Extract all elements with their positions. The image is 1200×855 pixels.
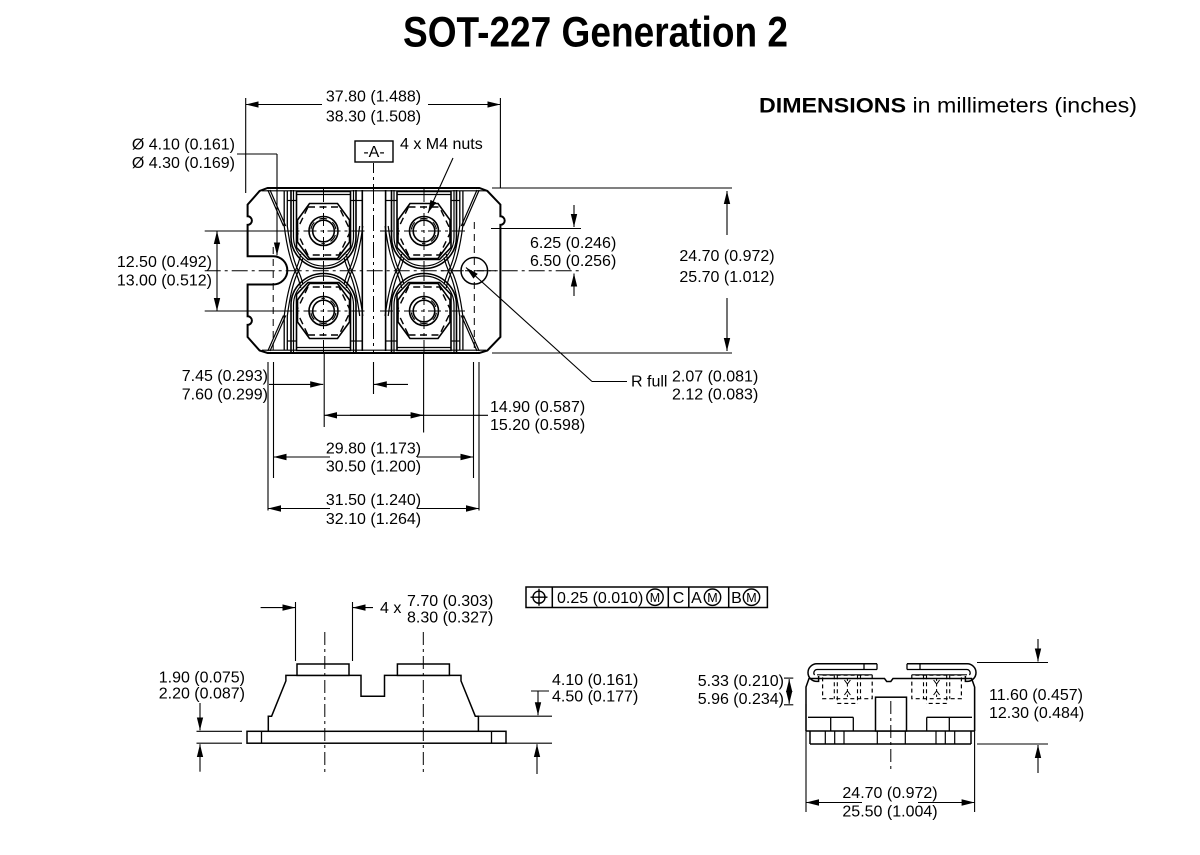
- svg-text:DIMENSIONS in millimeters (inc: DIMENSIONS in millimeters (inches): [759, 95, 1137, 118]
- svg-text:Ø 4.30 (0.169): Ø 4.30 (0.169): [132, 155, 235, 172]
- svg-text:11.60 (0.457): 11.60 (0.457): [989, 687, 1083, 704]
- svg-text:R full: R full: [631, 374, 667, 391]
- svg-text:13.00 (0.512): 13.00 (0.512): [117, 273, 212, 290]
- svg-text:M: M: [707, 591, 717, 605]
- svg-text:32.10 (1.264): 32.10 (1.264): [326, 511, 421, 528]
- svg-text:14.90 (0.587): 14.90 (0.587): [490, 399, 585, 416]
- svg-text:4 x M4 nuts: 4 x M4 nuts: [400, 136, 483, 153]
- svg-text:38.30 (1.508): 38.30 (1.508): [326, 109, 421, 126]
- svg-text:0.25 (0.010): 0.25 (0.010): [557, 590, 643, 607]
- svg-text:Ø 4.10 (0.161): Ø 4.10 (0.161): [132, 137, 235, 154]
- svg-text:7.70 (0.303): 7.70 (0.303): [407, 593, 493, 610]
- svg-text:B: B: [731, 590, 742, 607]
- svg-text:5.96 (0.234): 5.96 (0.234): [698, 691, 784, 708]
- svg-text:4.50 (0.177): 4.50 (0.177): [552, 689, 638, 706]
- svg-text:24.70 (0.972): 24.70 (0.972): [679, 248, 774, 265]
- svg-text:5.33 (0.210): 5.33 (0.210): [698, 673, 784, 690]
- svg-text:29.80 (1.173): 29.80 (1.173): [326, 441, 421, 458]
- svg-text:6.25 (0.246): 6.25 (0.246): [530, 235, 616, 252]
- svg-text:2.07 (0.081): 2.07 (0.081): [672, 369, 758, 386]
- svg-text:2.20 (0.087): 2.20 (0.087): [159, 686, 245, 703]
- svg-text:1.90 (0.075): 1.90 (0.075): [159, 670, 245, 687]
- svg-text:30.50 (1.200): 30.50 (1.200): [326, 459, 421, 476]
- svg-text:8.30 (0.327): 8.30 (0.327): [407, 610, 493, 627]
- svg-text:12.50 (0.492): 12.50 (0.492): [117, 254, 212, 271]
- svg-text:A: A: [691, 590, 702, 607]
- svg-text:2.12 (0.083): 2.12 (0.083): [672, 387, 758, 404]
- svg-text:C: C: [673, 590, 685, 607]
- svg-text:25.50 (1.004): 25.50 (1.004): [842, 804, 937, 821]
- svg-text:6.50 (0.256): 6.50 (0.256): [530, 253, 616, 270]
- svg-text:12.30 (0.484): 12.30 (0.484): [989, 705, 1084, 722]
- svg-text:M: M: [746, 591, 756, 605]
- svg-text:31.50 (1.240): 31.50 (1.240): [326, 492, 421, 509]
- svg-text:25.70 (1.012): 25.70 (1.012): [679, 269, 774, 286]
- svg-text:SOT-227 Generation 2: SOT-227 Generation 2: [403, 9, 788, 57]
- svg-text:M: M: [650, 591, 660, 605]
- svg-text:-A-: -A-: [363, 144, 384, 161]
- svg-text:4.10 (0.161): 4.10 (0.161): [552, 672, 638, 689]
- svg-text:15.20 (0.598): 15.20 (0.598): [490, 417, 585, 434]
- svg-text:24.70 (0.972): 24.70 (0.972): [842, 785, 937, 802]
- svg-text:4 x: 4 x: [380, 600, 401, 617]
- svg-text:7.60 (0.299): 7.60 (0.299): [182, 387, 268, 404]
- svg-text:37.80 (1.488): 37.80 (1.488): [326, 89, 421, 106]
- svg-text:7.45 (0.293): 7.45 (0.293): [182, 368, 268, 385]
